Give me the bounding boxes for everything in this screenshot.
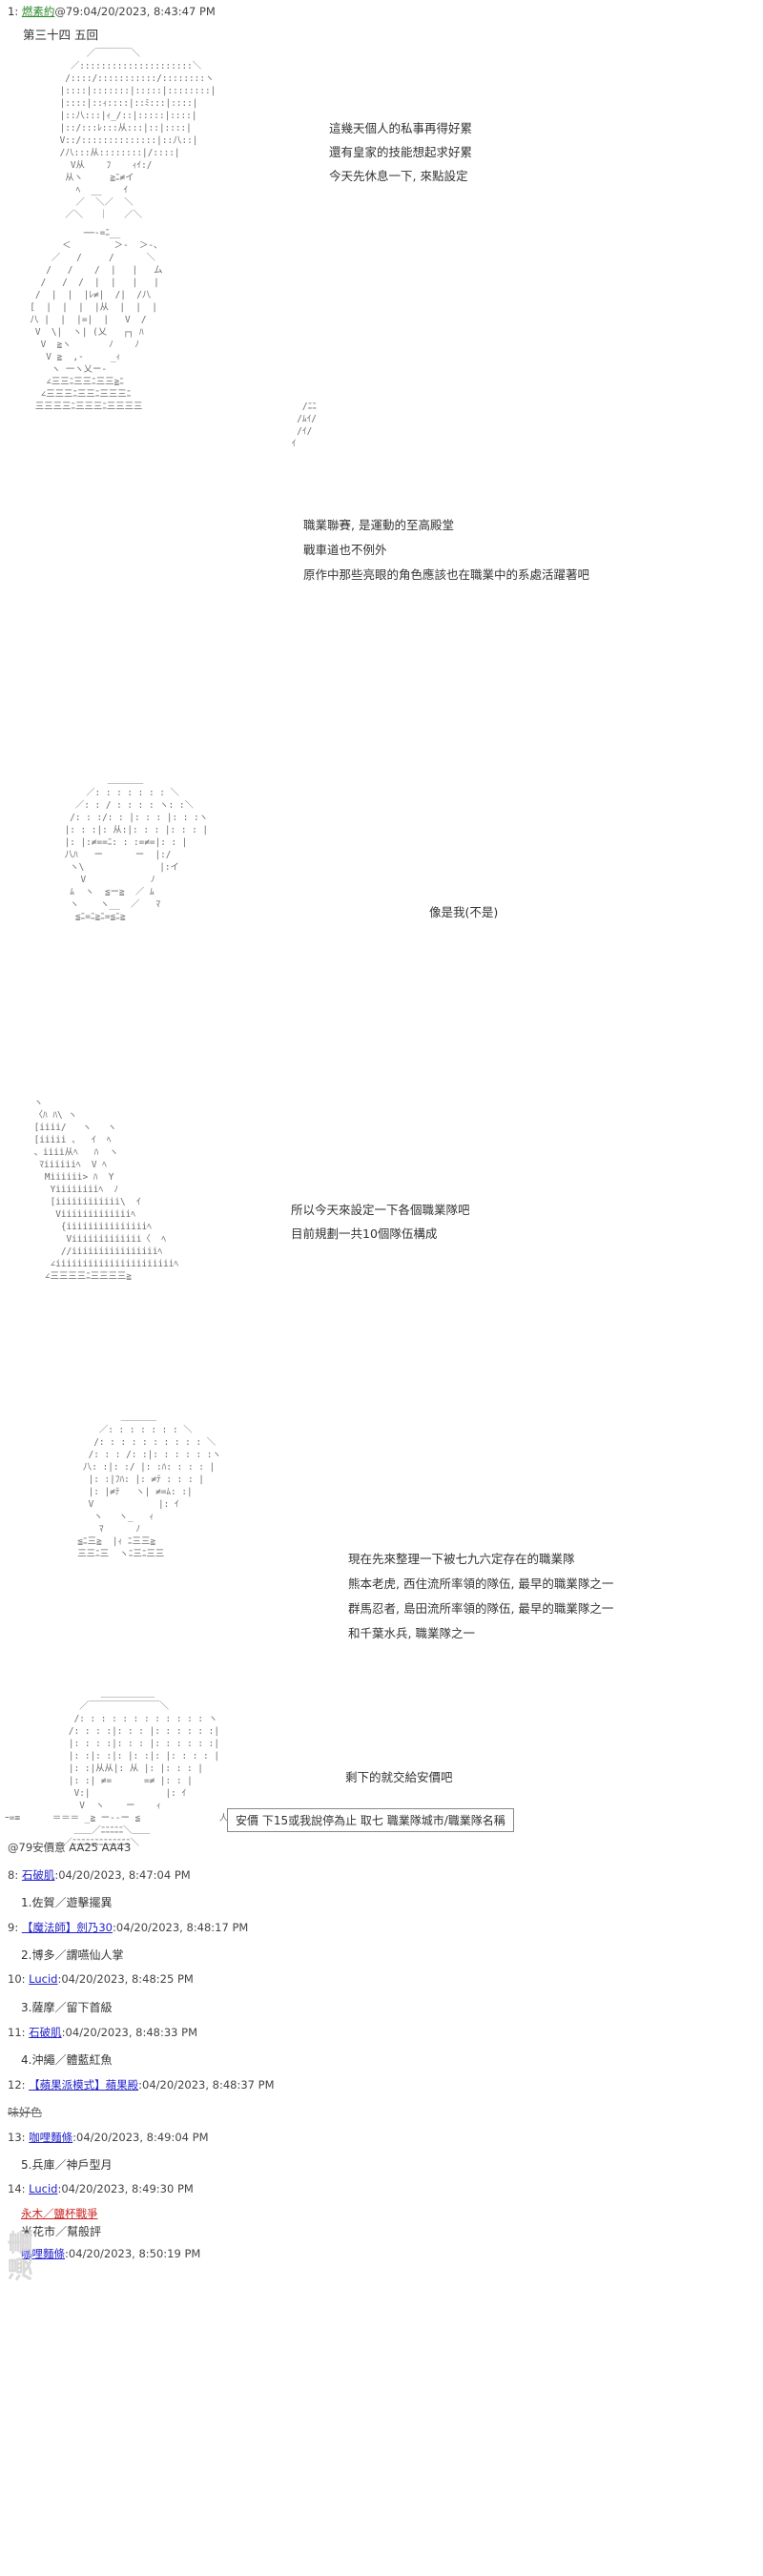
panel-5-line-3: 群馬忍者, 島田流所率領的隊伍, 最早的職業隊之一 [348, 1601, 614, 1616]
reply-number: 13 [8, 2131, 22, 2144]
ascii-art-panel-4: ヽ 〈ﾊ ﾊ\ ヽ [iiii/ ヽ ヽ [iiiii 、 ｲ ﾍ 、iiii从… [33, 1098, 179, 1282]
ascii-art-panel-5: ＿＿＿＿ ／: : : : : : : ＼ /: : : : : : : : :… [77, 1412, 221, 1559]
reply-number: 12 [8, 2078, 22, 2092]
panel-4-line-2: 目前規劃一共10個隊伍構成 [291, 1226, 438, 1241]
panel-5-line-1: 現在先來整理一下被七九六定存在的職業隊 [348, 1552, 575, 1566]
reply-date: 04/20/2023, 8:48:37 PM [142, 2078, 275, 2092]
reply-body: 4.沖繩／體藍紅魚 [21, 2053, 113, 2067]
reply-number: 11 [8, 2026, 22, 2039]
anchor-box: 安價 下15或我說停為止 取七 職業隊城市/職業隊名稱 [227, 1808, 514, 1832]
reply-poster-name[interactable]: 咖哩麵條 [29, 2131, 73, 2144]
post-header: 1: 燃素約@79:04/20/2023, 8:43:47 PM [8, 5, 216, 18]
reply-header: 8: 石破肌:04/20/2023, 8:47:04 PM [8, 1868, 191, 1882]
poster-name[interactable]: 燃素約 [21, 5, 55, 18]
panel-6-line-1: 剩下的就交給安價吧 [345, 1770, 453, 1784]
reply-poster-name[interactable]: 【蘋果派模式】蘋果殿 [29, 2078, 139, 2092]
reply-date: 04/20/2023, 8:48:25 PM [61, 1972, 194, 1986]
reply-date: 04/20/2023, 8:48:17 PM [115, 1921, 249, 1934]
reply-header: 永木／鹽杯戰爭 [21, 2206, 98, 2221]
ascii-art-panel-6: ＿＿＿＿＿＿ ／￣￣￣￣￣￣￣￣＼ /: : : : : : : : : : :… [63, 1689, 219, 1848]
reply-struck-text: 味好色 [8, 2106, 43, 2119]
reply-poster-name[interactable]: 永木／鹽杯戰爭 [21, 2207, 98, 2220]
panel-5-line-4: 和千葉水兵, 職業隊之一 [348, 1626, 475, 1640]
reply-header: 14: Lucid:04/20/2023, 8:49:30 PM [8, 2182, 194, 2195]
panel-2-line-2: 戰車道也不例外 [303, 543, 387, 557]
reply-number: 9 [8, 1921, 15, 1934]
watermark-logo: 漫畫 [8, 2227, 36, 2281]
reply-body: 2.博多／謂嚥仙人掌 [21, 1948, 124, 1962]
reply-poster-name[interactable]: 咖哩麵條 [21, 2247, 65, 2260]
panel-2-line-3: 原作中那些亮眼的角色應該也在職業中的系處活躍著吧 [303, 567, 590, 582]
panel-1-line-2: 還有皇家的技能想起求好累 [329, 145, 473, 159]
reply-number: 14 [8, 2182, 22, 2195]
ascii-art-panel-6-base: ｰ=≡ ＝＝＝ _ 人ヽﾒ [5, 1813, 242, 1824]
reply-body: 5.兵庫／神戶型月 [21, 2158, 113, 2172]
reply-body: 3.薩摩／留下首級 [21, 2001, 113, 2014]
reply-header: 13: 咖哩麵條:04/20/2023, 8:49:04 PM [8, 2131, 209, 2144]
reply-header: 11: 石破肌:04/20/2023, 8:48:33 PM [8, 2026, 197, 2039]
reply-number: 8 [8, 1868, 15, 1882]
reply-poster-name[interactable]: 石破肌 [29, 2026, 62, 2039]
ascii-art-panel-2-side: /ﾆﾆ /ﾑｲ/ /ｲ/ ｲ [291, 402, 317, 449]
reply-body: 米花市／幫般評 [21, 2225, 102, 2238]
ascii-art-panel-2: ──-=ﾆ__ ＜ ＞- ＞-、 ／ / / ＼ / / / | | ム / /… [30, 228, 163, 412]
poster-id: 79 [65, 5, 80, 18]
panel-2-line-1: 職業聯賽, 是運動的至高殿堂 [303, 518, 454, 532]
reply-date: 04/20/2023, 8:47:04 PM [58, 1868, 191, 1882]
post-date: 04/20/2023, 8:43:47 PM [83, 5, 216, 18]
reply-date: 04/20/2023, 8:49:30 PM [61, 2182, 194, 2195]
ascii-art-panel-1: ／￣￣￣￣＼ ／:::::::::::::::::::::＼ /::::/:::… [59, 49, 217, 220]
reply-date: 04/20/2023, 8:49:04 PM [76, 2131, 209, 2144]
chapter-title: 第三十四 五回 [23, 28, 98, 42]
reply-header: 12: 【蘋果派模式】蘋果殿:04/20/2023, 8:48:37 PM [8, 2078, 275, 2092]
reply-body: 1.佐賀／遊擊擺異 [21, 1896, 113, 1909]
reply-header: 咖哩麵條:04/20/2023, 8:50:19 PM [21, 2247, 201, 2260]
post-footer-tags: @79安價意 AA25 AA43 [8, 1841, 132, 1854]
panel-5-line-2: 熊本老虎, 西住流所率領的隊伍, 最早的職業隊之一 [348, 1577, 614, 1591]
panel-1-line-3: 今天先休息一下, 來點設定 [329, 169, 468, 183]
reply-poster-name[interactable]: 石破肌 [21, 1868, 55, 1882]
reply-date: 04/20/2023, 8:48:33 PM [65, 2026, 197, 2039]
reply-date: 04/20/2023, 8:50:19 PM [68, 2247, 201, 2260]
reply-poster-name[interactable]: 【魔法師】劍乃30 [21, 1921, 113, 1934]
post-number: 1 [8, 5, 15, 18]
reply-header: 10: Lucid:04/20/2023, 8:48:25 PM [8, 1972, 194, 1986]
reply-header: 9: 【魔法師】劍乃30:04/20/2023, 8:48:17 PM [8, 1921, 249, 1934]
reply-number: 10 [8, 1972, 22, 1986]
panel-4-line-1: 所以今天來設定一下各個職業隊吧 [291, 1203, 470, 1217]
panel-1-line-1: 這幾天個人的私事再得好累 [329, 121, 473, 135]
ascii-art-panel-3: ＿＿＿＿ ／: : : : : : : ＼ ／: : / : : : : ヽ: … [64, 775, 209, 922]
reply-poster-name[interactable]: Lucid [29, 2182, 58, 2195]
reply-poster-name[interactable]: Lucid [29, 1972, 58, 1986]
panel-3-line-1: 像是我(不是) [429, 905, 499, 919]
